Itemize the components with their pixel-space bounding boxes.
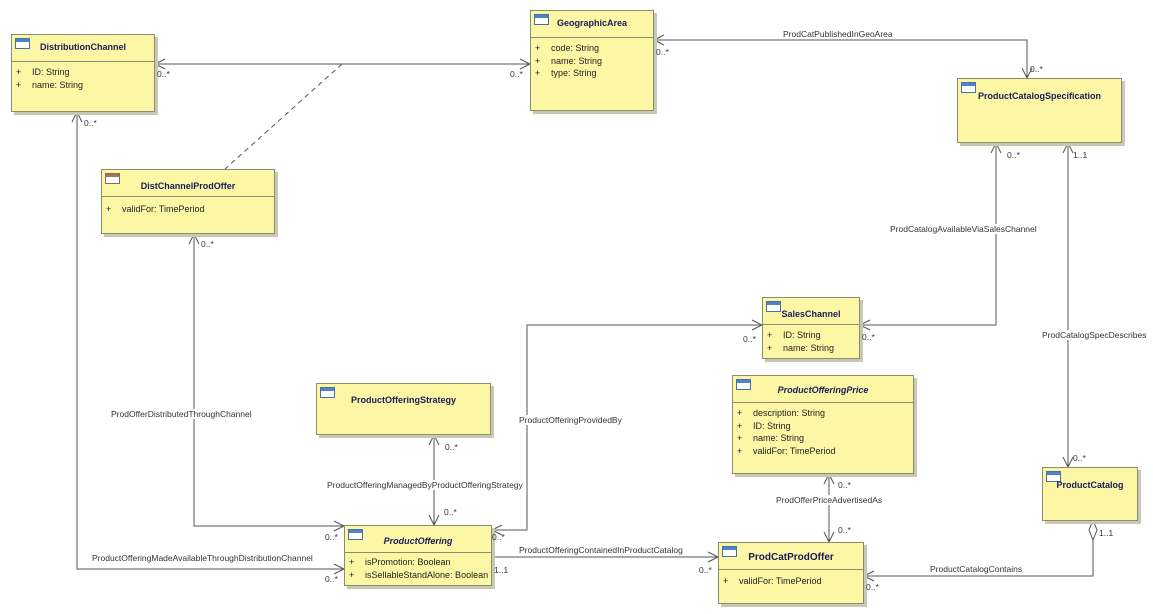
multiplicity-label: 0..* xyxy=(492,532,505,542)
class-attribute: +name: String xyxy=(737,433,805,443)
association-label: ProductOfferingMadeAvailableThroughDistr… xyxy=(92,553,313,563)
class-name: ProductOfferingStrategy xyxy=(350,395,456,405)
multiplicity-label: 0..* xyxy=(1073,453,1086,463)
class-attribute: +code: String xyxy=(535,43,600,53)
class-icon xyxy=(961,82,976,93)
class-distribution-channel[interactable]: DistributionChannel +ID: String +name: S… xyxy=(11,34,155,112)
association-label: ProdCatalogSpecDescribes xyxy=(1042,330,1147,340)
class-attribute: +description: String xyxy=(737,408,826,418)
class-name: ProductCatalog xyxy=(1056,480,1124,490)
class-name: SalesChannel xyxy=(781,309,841,319)
class-attribute: +ID: String xyxy=(737,420,791,431)
class-name: DistributionChannel xyxy=(40,42,126,52)
class-attribute: +name: String xyxy=(767,342,835,353)
class-icon xyxy=(348,529,363,540)
class-attribute: +ID: String xyxy=(767,330,821,340)
class-name: DistChannelProdOffer xyxy=(140,181,236,191)
class-dist-channel-prod-offer[interactable]: DistChannelProdOffer +validFor: TimePeri… xyxy=(101,169,275,234)
class-geographic-area[interactable]: GeographicArea +code: String +name: Stri… xyxy=(530,10,654,111)
class-attribute: +validFor: TimePeriod xyxy=(723,576,822,586)
association-label: ProdOfferDistributedThroughChannel xyxy=(111,409,252,419)
multiplicity-label: 0..* xyxy=(201,239,214,249)
multiplicity-label: 0..* xyxy=(699,565,712,575)
multiplicity-label: 0..* xyxy=(1030,64,1043,74)
association-label: ProductOfferingProvidedBy xyxy=(519,415,622,425)
multiplicity-label: 0..* xyxy=(157,69,170,79)
multiplicity-label: 0..* xyxy=(1007,150,1020,160)
class-icon xyxy=(1046,471,1061,482)
class-product-catalog-specification[interactable]: ProductCatalogSpecification xyxy=(957,78,1122,143)
class-name: ProductOfferingPrice xyxy=(777,385,869,395)
association-label: ProdCatalogAvailableViaSalesChannel xyxy=(890,224,1037,234)
association-label: ProductCatalogContains xyxy=(930,564,1023,574)
class-product-offering-strategy[interactable]: ProductOfferingStrategy xyxy=(316,383,491,435)
class-name: ProductOffering xyxy=(383,536,453,546)
class-icon xyxy=(15,38,30,49)
class-prod-cat-prod-offer[interactable]: ProdCatProdOffer +validFor: TimePeriod xyxy=(718,542,864,604)
class-name: GeographicArea xyxy=(556,18,628,28)
multiplicity-label: 0..* xyxy=(445,442,458,452)
multiplicity-label: 0..* xyxy=(444,507,457,517)
multiplicity-label: 0..* xyxy=(84,118,97,128)
association-label: ProductOfferingManagedByProductOfferingS… xyxy=(327,480,523,490)
multiplicity-label: 0..* xyxy=(862,332,875,342)
class-attribute: +isSellableStandAlone: Boolean xyxy=(349,569,489,580)
multiplicity-label: 0..* xyxy=(510,69,523,79)
multiplicity-label: 0..* xyxy=(838,480,851,490)
multiplicity-label: 1..1 xyxy=(494,565,509,575)
multiplicity-label: 0..* xyxy=(866,582,879,592)
multiplicity-label: 1..1 xyxy=(1073,150,1088,160)
multiplicity-label: 0..* xyxy=(743,334,756,344)
class-attribute: +name: String xyxy=(16,79,84,90)
class-product-offering-price[interactable]: ProductOfferingPrice +description: Strin… xyxy=(732,375,914,474)
class-product-offering[interactable]: ProductOffering +isPromotion: Boolean +i… xyxy=(344,525,492,586)
class-attribute: +validFor: TimePeriod xyxy=(737,445,836,456)
class-product-catalog[interactable]: ProductCatalog xyxy=(1042,467,1138,521)
class-icon xyxy=(736,379,751,390)
multiplicity-label: 1..1 xyxy=(1099,528,1114,538)
class-sales-channel[interactable]: SalesChannel +ID: String +name: String xyxy=(762,297,860,359)
class-name: ProdCatProdOffer xyxy=(748,552,834,563)
association-label: ProductOfferingContainedInProductCatalog xyxy=(519,545,683,555)
association-label: ProdOfferPriceAdvertisedAs xyxy=(776,495,883,505)
class-attribute: +validFor: TimePeriod xyxy=(106,204,205,214)
class-name: ProductCatalogSpecification xyxy=(977,91,1102,101)
multiplicity-label: 0..* xyxy=(325,532,338,542)
class-attribute: +type: String xyxy=(535,68,597,78)
class-attribute: +ID: String xyxy=(16,67,70,77)
association-label: ProdCatPublishedInGeoArea xyxy=(783,29,893,39)
class-icon xyxy=(722,546,737,557)
multiplicity-label: 0..* xyxy=(838,525,851,535)
multiplicity-label: 0..* xyxy=(656,47,669,57)
class-icon xyxy=(534,14,549,25)
association-class-icon xyxy=(105,173,120,184)
class-attribute: +name: String xyxy=(535,55,603,66)
class-attribute: +isPromotion: Boolean xyxy=(349,557,451,567)
multiplicity-label: 0..* xyxy=(325,574,338,584)
class-icon xyxy=(320,387,335,398)
class-icon xyxy=(766,301,781,312)
